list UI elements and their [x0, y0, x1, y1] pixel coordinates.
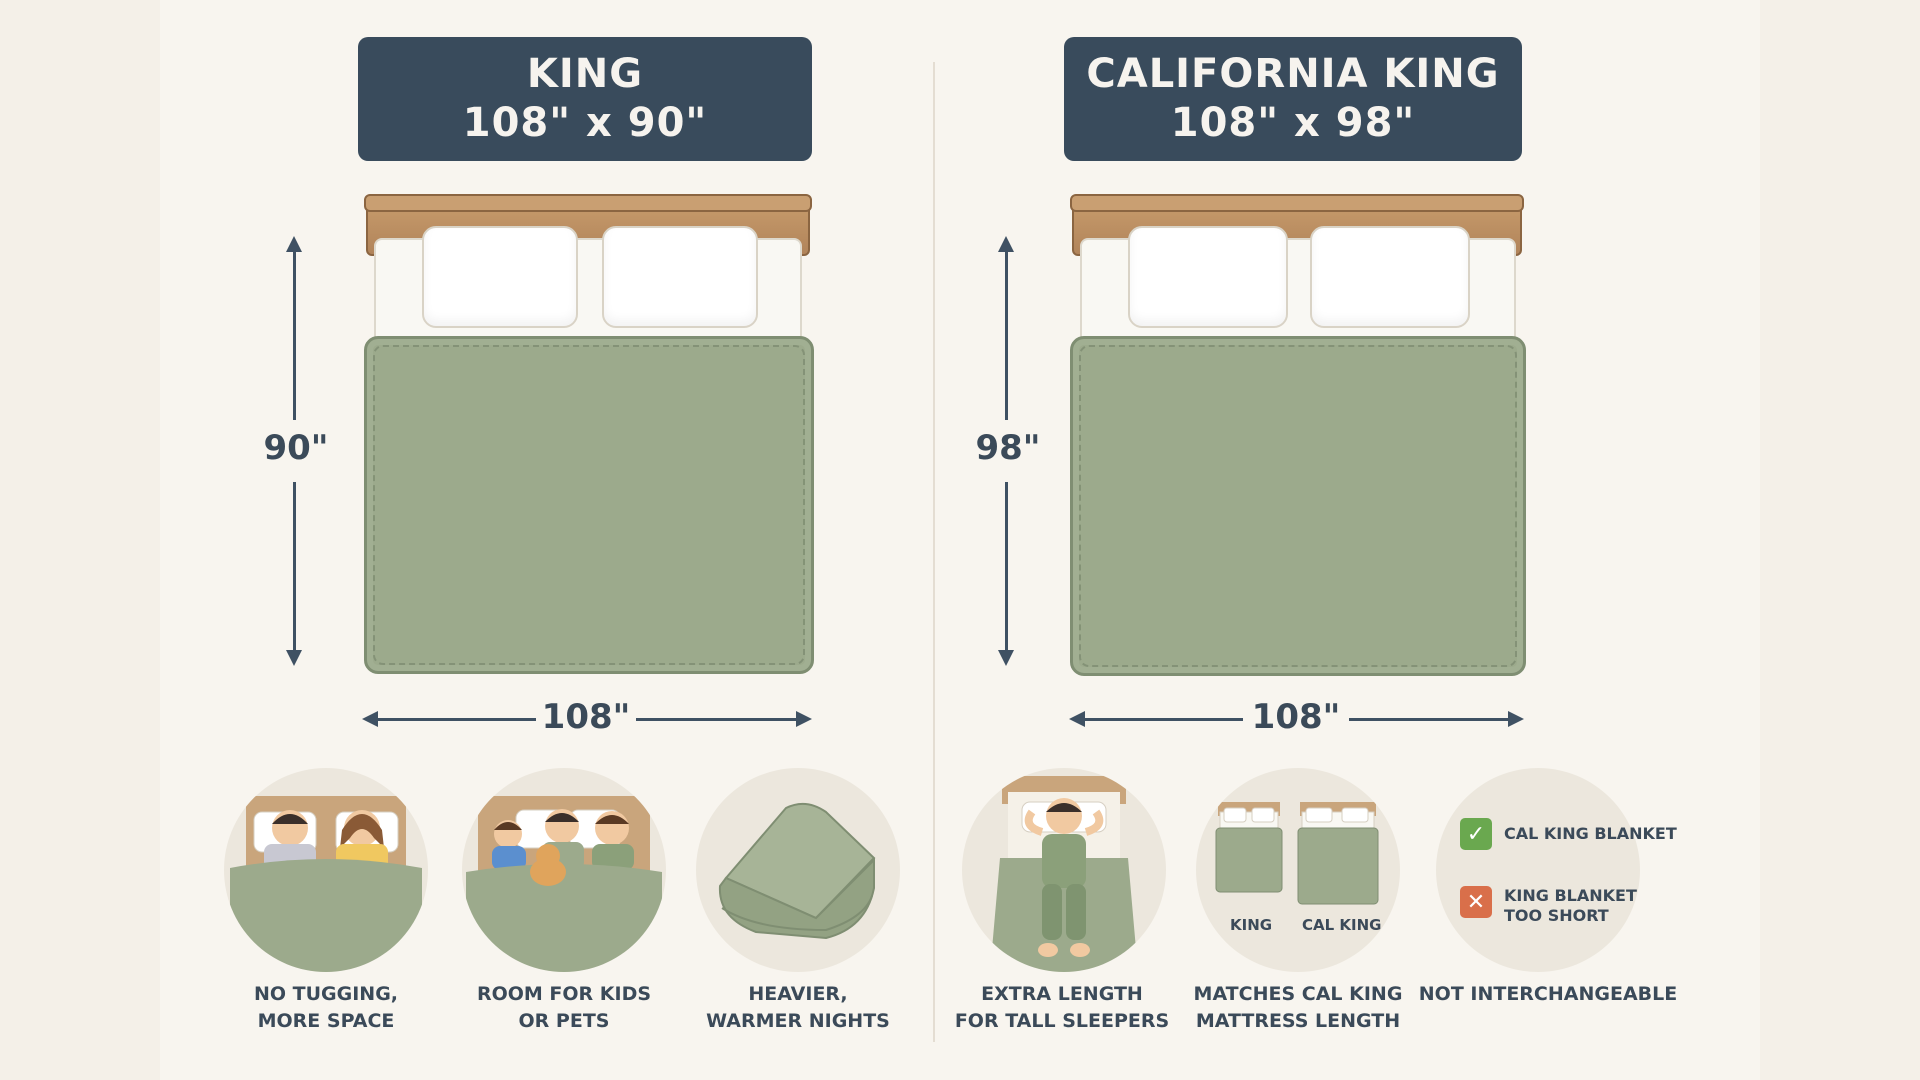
king-pillow-right — [602, 226, 758, 328]
cal-king-title-box: CALIFORNIA KING 108" x 98" — [1064, 37, 1522, 161]
caption-room-for-kids: ROOM FOR KIDS OR PETS — [434, 981, 694, 1035]
cal-king-size: 108" x 98" — [1170, 100, 1416, 146]
two-beds-icon: KING CAL KING — [1196, 768, 1400, 972]
cal-king-height-line-top — [1005, 250, 1008, 420]
tall-sleeper-icon — [962, 768, 1166, 972]
caption-extra-length: EXTRA LENGTH FOR TALL SLEEPERS — [932, 981, 1192, 1035]
king-height-label: 90" — [263, 428, 329, 468]
tall-sleeper-svg — [990, 776, 1138, 972]
legend-cal-king-blanket: ✓ CAL KING BLANKET — [1460, 818, 1677, 850]
king-title: KING — [526, 51, 644, 97]
king-height-arrow-down — [286, 650, 302, 666]
cal-king-width-arrow-left — [1069, 711, 1085, 727]
king-blanket — [364, 336, 814, 674]
legend-text-line-1: CAL KING BLANKET — [1504, 824, 1677, 843]
family-with-dog-icon — [462, 768, 666, 972]
two-beds-label-king: KING — [1230, 916, 1273, 934]
legend-text: CAL KING BLANKET — [1504, 818, 1677, 844]
king-size: 108" x 90" — [462, 100, 708, 146]
cal-king-height-arrow-down — [998, 650, 1014, 666]
cal-king-height-label: 98" — [975, 428, 1041, 468]
cal-king-blanket — [1070, 336, 1526, 676]
folded-blanket-icon — [696, 768, 900, 972]
cal-king-width-line-right — [1349, 718, 1508, 721]
king-pillow-left — [422, 226, 578, 328]
legend-text: KING BLANKET TOO SHORT — [1504, 886, 1637, 926]
caption-matches-cal-king: MATCHES CAL KING MATTRESS LENGTH — [1168, 981, 1428, 1035]
king-title-box: KING 108" x 90" — [358, 37, 812, 161]
caption-line-2: MORE SPACE — [257, 1010, 395, 1032]
caption-not-interchangeable: NOT INTERCHANGEABLE — [1418, 981, 1678, 1008]
check-cross-icon — [1436, 768, 1640, 972]
caption-line-1: NO TUGGING, — [253, 983, 399, 1005]
cal-king-pillow-right — [1310, 226, 1470, 328]
cal-king-width-label: 108" — [1251, 697, 1341, 737]
caption-line-1: MATCHES CAL KING — [1193, 983, 1403, 1005]
caption-no-tugging: NO TUGGING, MORE SPACE — [196, 981, 456, 1035]
legend-text-line-2: TOO SHORT — [1504, 906, 1609, 925]
check-icon: ✓ — [1460, 818, 1492, 850]
two-beds-svg — [1215, 802, 1379, 905]
cal-king-width-arrow-right — [1508, 711, 1524, 727]
caption-line-1: EXTRA LENGTH — [981, 983, 1143, 1005]
cal-king-title: CALIFORNIA KING — [1086, 51, 1500, 97]
cal-king-bed-illustration — [1070, 194, 1526, 676]
caption-heavier-warmer: HEAVIER, WARMER NIGHTS — [668, 981, 928, 1035]
caption-line-1: NOT INTERCHANGEABLE — [1418, 983, 1678, 1005]
center-divider — [933, 62, 935, 1042]
couple-in-bed-icon — [224, 768, 428, 972]
cross-icon: ✕ — [1460, 886, 1492, 918]
king-height-line-bottom — [293, 482, 296, 652]
king-height-arrow-up — [286, 236, 302, 252]
cal-king-height-arrow-up — [998, 236, 1014, 252]
king-width-arrow-right — [796, 711, 812, 727]
caption-line-1: HEAVIER, — [748, 983, 848, 1005]
cal-king-height-line-bottom — [1005, 482, 1008, 652]
king-width-line-left — [376, 718, 536, 721]
caption-line-1: ROOM FOR KIDS — [476, 983, 652, 1005]
legend-king-blanket: ✕ KING BLANKET TOO SHORT — [1460, 886, 1637, 926]
couple-in-bed-svg — [230, 796, 422, 972]
king-bed-illustration — [364, 194, 814, 676]
king-height-line-top — [293, 250, 296, 420]
cal-king-width-line-left — [1083, 718, 1243, 721]
king-width-arrow-left — [362, 711, 378, 727]
cal-king-pillow-left — [1128, 226, 1288, 328]
caption-line-2: MATTRESS LENGTH — [1195, 1010, 1401, 1032]
legend-text-line-1: KING BLANKET — [1504, 886, 1637, 905]
caption-line-2: OR PETS — [518, 1010, 610, 1032]
folded-blanket-svg — [718, 802, 876, 940]
family-with-dog-svg — [466, 796, 662, 972]
two-beds-label-cal-king: CAL KING — [1302, 916, 1382, 934]
caption-line-2: FOR TALL SLEEPERS — [954, 1010, 1170, 1032]
king-width-label: 108" — [541, 697, 631, 737]
caption-line-2: WARMER NIGHTS — [706, 1010, 890, 1032]
king-width-line-right — [636, 718, 796, 721]
